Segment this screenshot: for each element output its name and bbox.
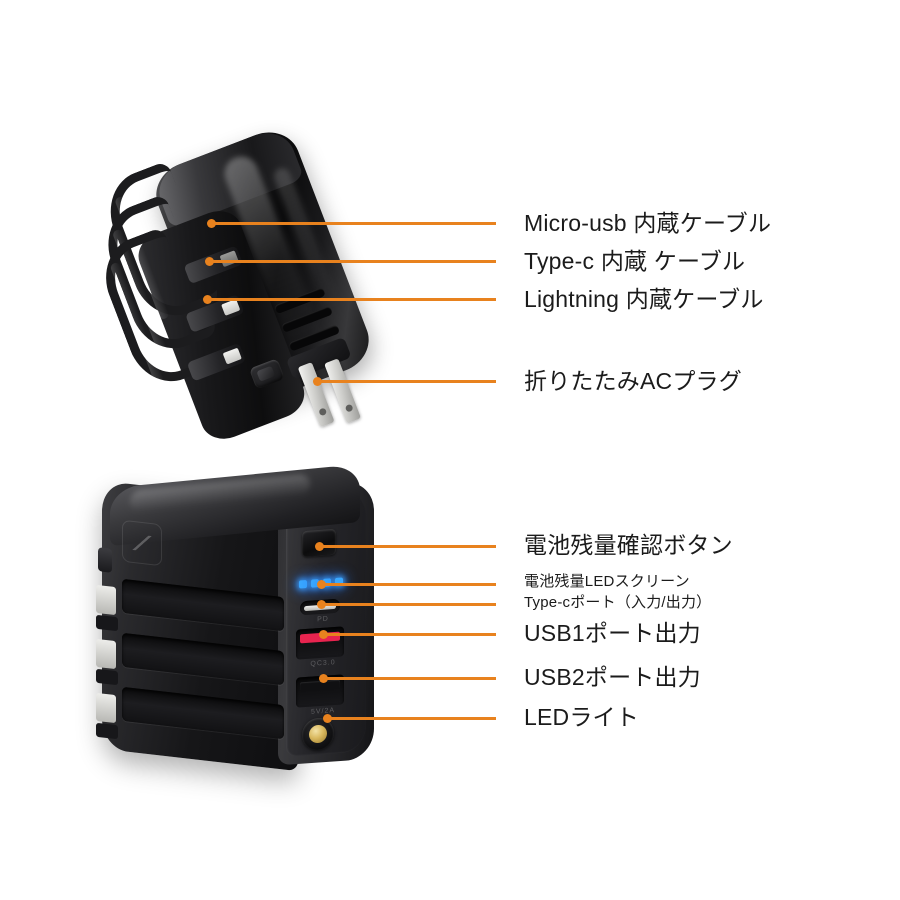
callout-label-led-light: LEDライト: [524, 704, 639, 730]
leader-line-usb1-port: [319, 630, 496, 639]
port-tag-type-c: PD: [317, 615, 329, 624]
port-tag-usb1: QC3.0: [310, 659, 336, 668]
callout-label-battery-check-button: 電池残量確認ボタン: [524, 532, 733, 558]
type-c-connector-tip: [221, 298, 241, 316]
leader-line-micro-usb-cable: [207, 219, 496, 228]
callout-label-micro-usb-cable: Micro-usb 内蔵ケーブル: [524, 210, 772, 236]
leader-line-usb2-port: [319, 674, 496, 683]
leader-line-folding-ac-plug: [313, 377, 496, 386]
product-image-top-view: [93, 112, 412, 447]
leader-line-battery-check-button: [315, 542, 496, 551]
port-panel: PD QC3.0 5V/2A: [96, 470, 396, 790]
callout-label-type-c-cable: Type-c 内蔵 ケーブル: [524, 248, 746, 274]
callout-label-usb2-port: USB2ポート出力: [524, 664, 701, 690]
lightning-connector-tip: [222, 347, 242, 365]
product-image-bottom-view: PD QC3.0 5V/2A: [96, 463, 396, 790]
leader-line-battery-led-screen: [317, 580, 496, 589]
top-view-rotation-group: [64, 69, 461, 480]
battery-led-indicator: [299, 579, 307, 589]
callout-label-lightning-cable: Lightning 内蔵ケーブル: [524, 286, 764, 312]
callout-label-battery-led-screen: 電池残量LEDスクリーン: [524, 573, 690, 590]
callout-label-folding-ac-plug: 折りたたみACプラグ: [524, 368, 742, 394]
callout-label-type-c-port: Type-cポート（入力/出力）: [524, 594, 712, 611]
leader-line-type-c-port: [317, 600, 496, 609]
leader-line-led-light: [323, 714, 496, 723]
leader-line-type-c-cable: [205, 257, 496, 266]
micro-usb-connector-tip: [219, 250, 239, 268]
callout-label-usb1-port: USB1ポート出力: [524, 620, 701, 646]
leader-line-lightning-cable: [203, 295, 496, 304]
